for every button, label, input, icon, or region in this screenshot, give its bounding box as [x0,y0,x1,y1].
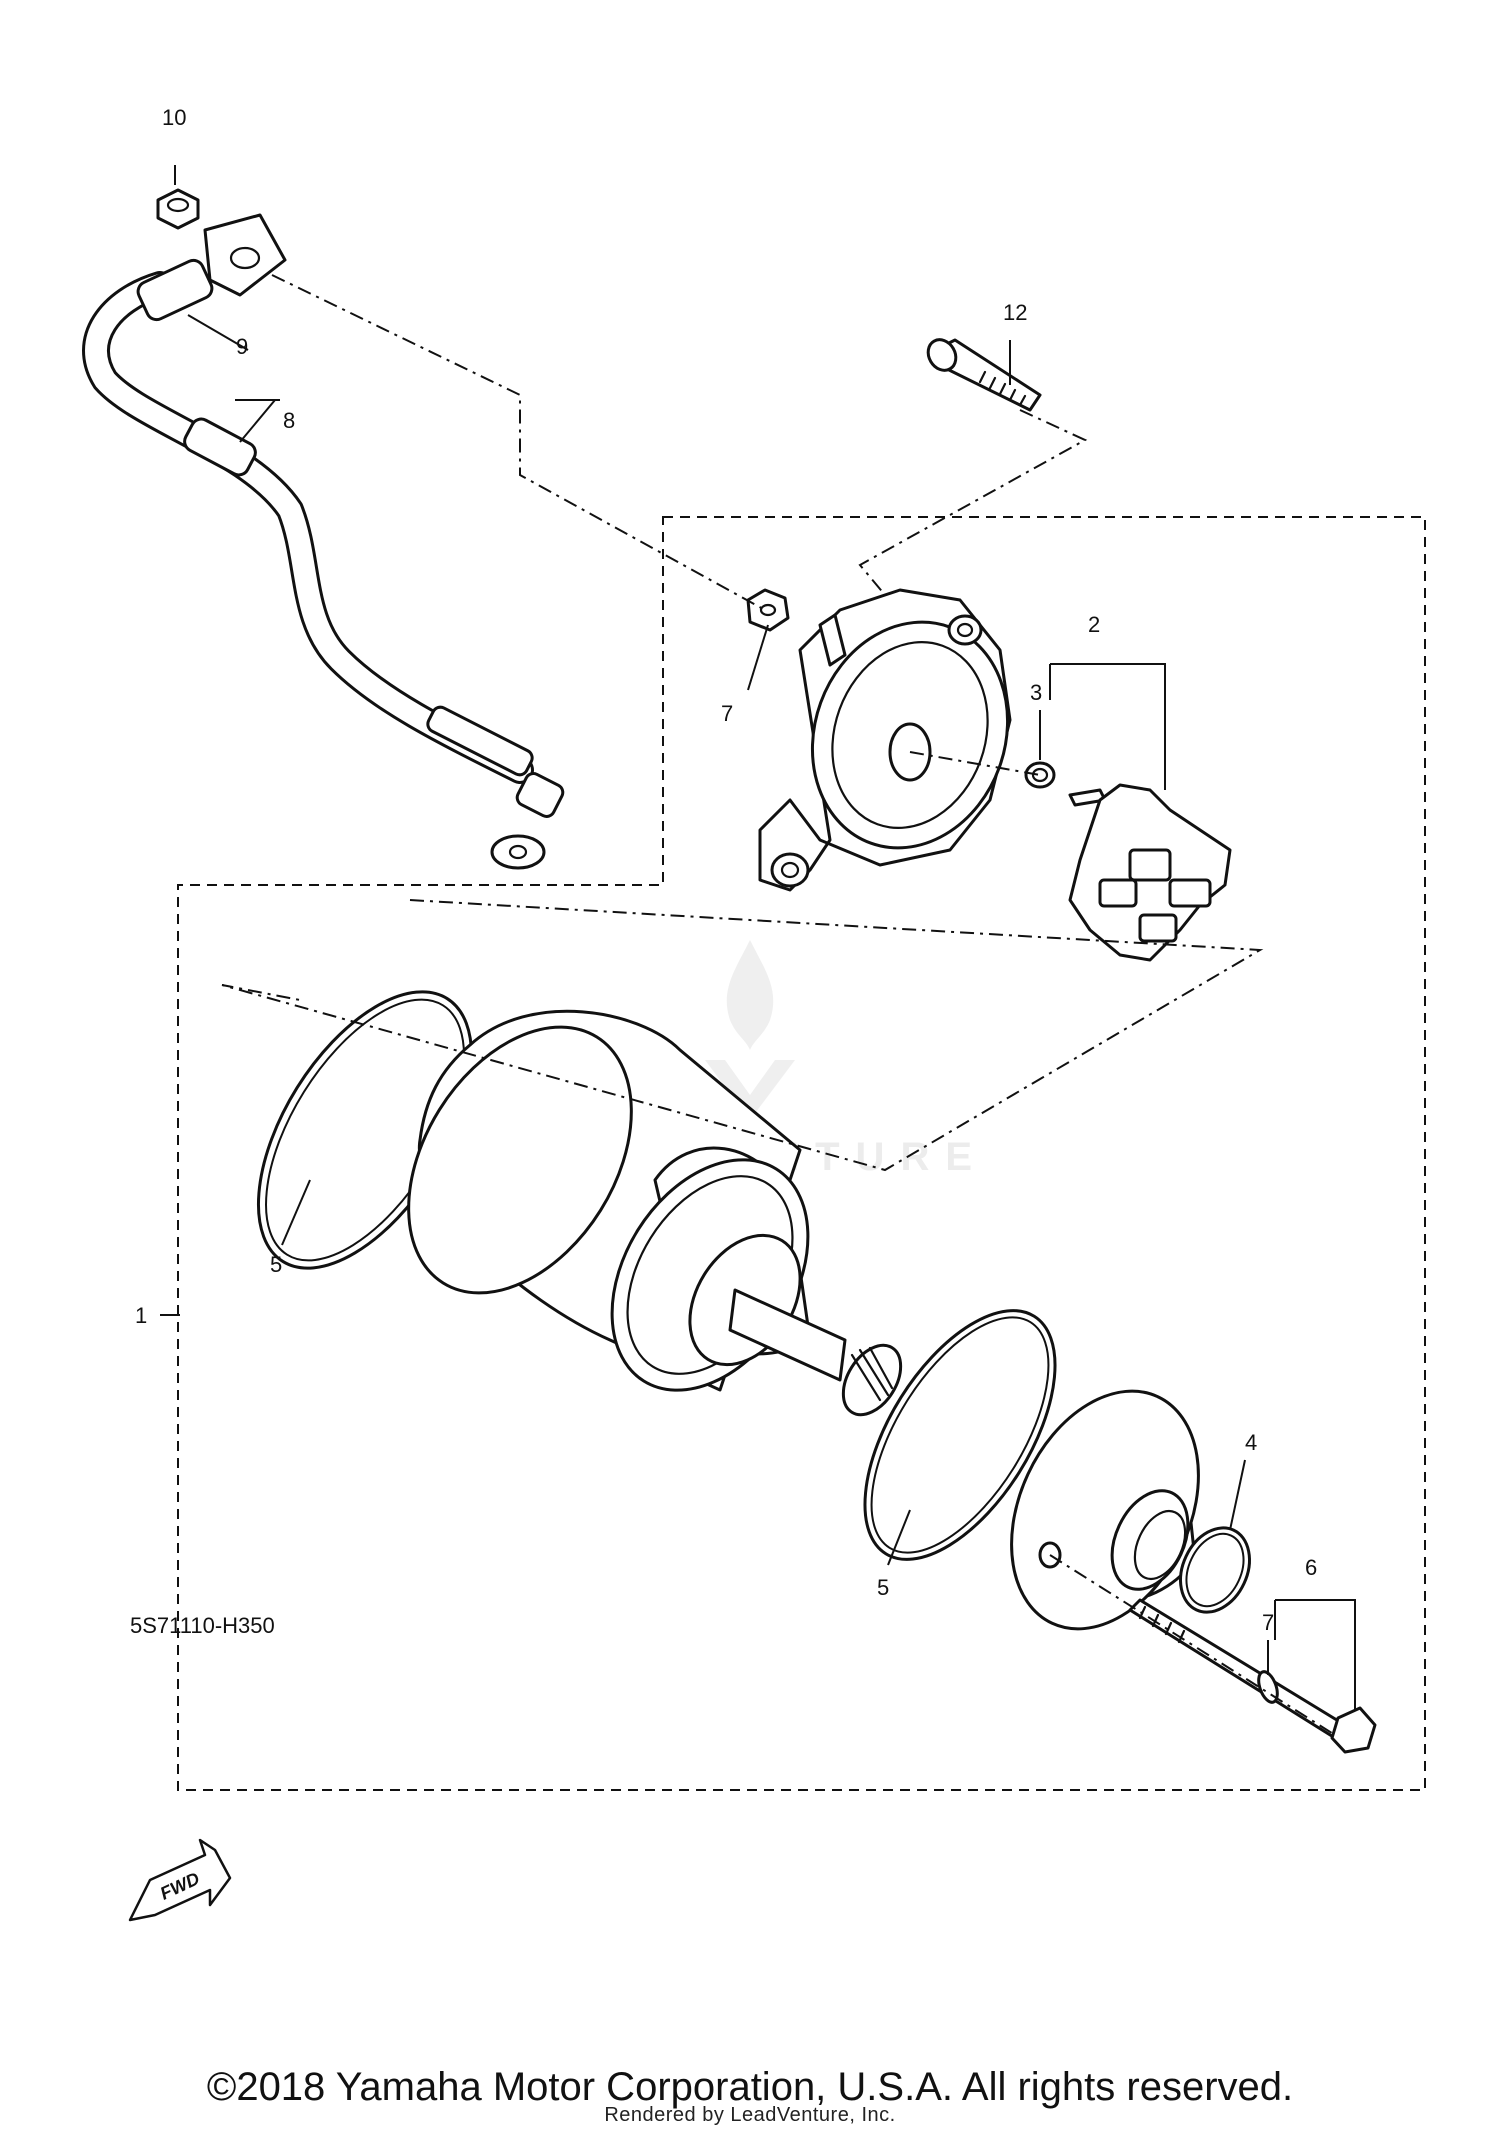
callout-8: 7 [721,701,733,726]
callout-3: 3 [1030,680,1042,705]
callout-7: 7 [1262,1610,1274,1635]
rear-cover[interactable] [758,588,1039,892]
callout-12: 12 [1003,300,1027,325]
callout-5-upper: 5 [270,1252,282,1277]
leader-5-lower [887,1509,911,1566]
callout-1: 1 [135,1303,147,1328]
centerline-motor-body [221,899,1264,1172]
cable-sleeve [183,417,257,477]
assembly-boundary [177,516,1426,1791]
callout-9: 8 [283,408,295,433]
nut-11[interactable] [156,188,200,230]
centerline-o-ring-3 [909,751,1041,776]
o-ring-3[interactable] [1024,761,1056,789]
o-ring-5-lower[interactable] [826,1279,1093,1591]
leader-5-upper [281,1179,311,1246]
callout-11: 10 [162,105,186,130]
leader-8 [747,624,769,691]
leader-6 [1274,1599,1356,1710]
cable-end-boot [515,772,565,818]
leader-2 [1049,663,1166,790]
leader-10 [187,314,249,351]
front-cover[interactable] [975,1361,1235,1659]
motor-yoke[interactable] [363,987,913,1426]
callout-2: 2 [1088,612,1100,637]
watermark-logo-icon [705,940,795,1120]
leader-9 [235,399,280,443]
brush-holder-2[interactable] [1068,783,1232,962]
callout-6: 6 [1305,1555,1317,1580]
cable-terminal-lug[interactable] [203,213,287,297]
centerline-bolt-12 [858,409,1088,596]
fwd-arrow-icon: FWD [128,1838,232,1922]
callout-4: 4 [1245,1430,1257,1455]
starter-cable[interactable] [82,271,534,784]
cable-ring-terminal[interactable] [490,834,546,870]
cable-terminal-boot[interactable] [135,257,215,323]
cable-end-sleeve [426,705,534,777]
bolt-12[interactable] [923,335,1042,412]
nut-8[interactable] [746,588,790,632]
copyright-notice: ©2018 Yamaha Motor Corporation, U.S.A. A… [206,2065,1294,2109]
render-credit: Rendered by LeadVenture, Inc. [604,2104,896,2126]
callout-5-lower: 5 [877,1575,889,1600]
centerline-nut-8 [271,274,766,611]
diagram-code: 5S71110-H350 [130,1613,275,1638]
through-bolt-6[interactable] [1128,1598,1377,1754]
callout-10: 9 [236,334,248,359]
leader-4 [1229,1459,1246,1531]
